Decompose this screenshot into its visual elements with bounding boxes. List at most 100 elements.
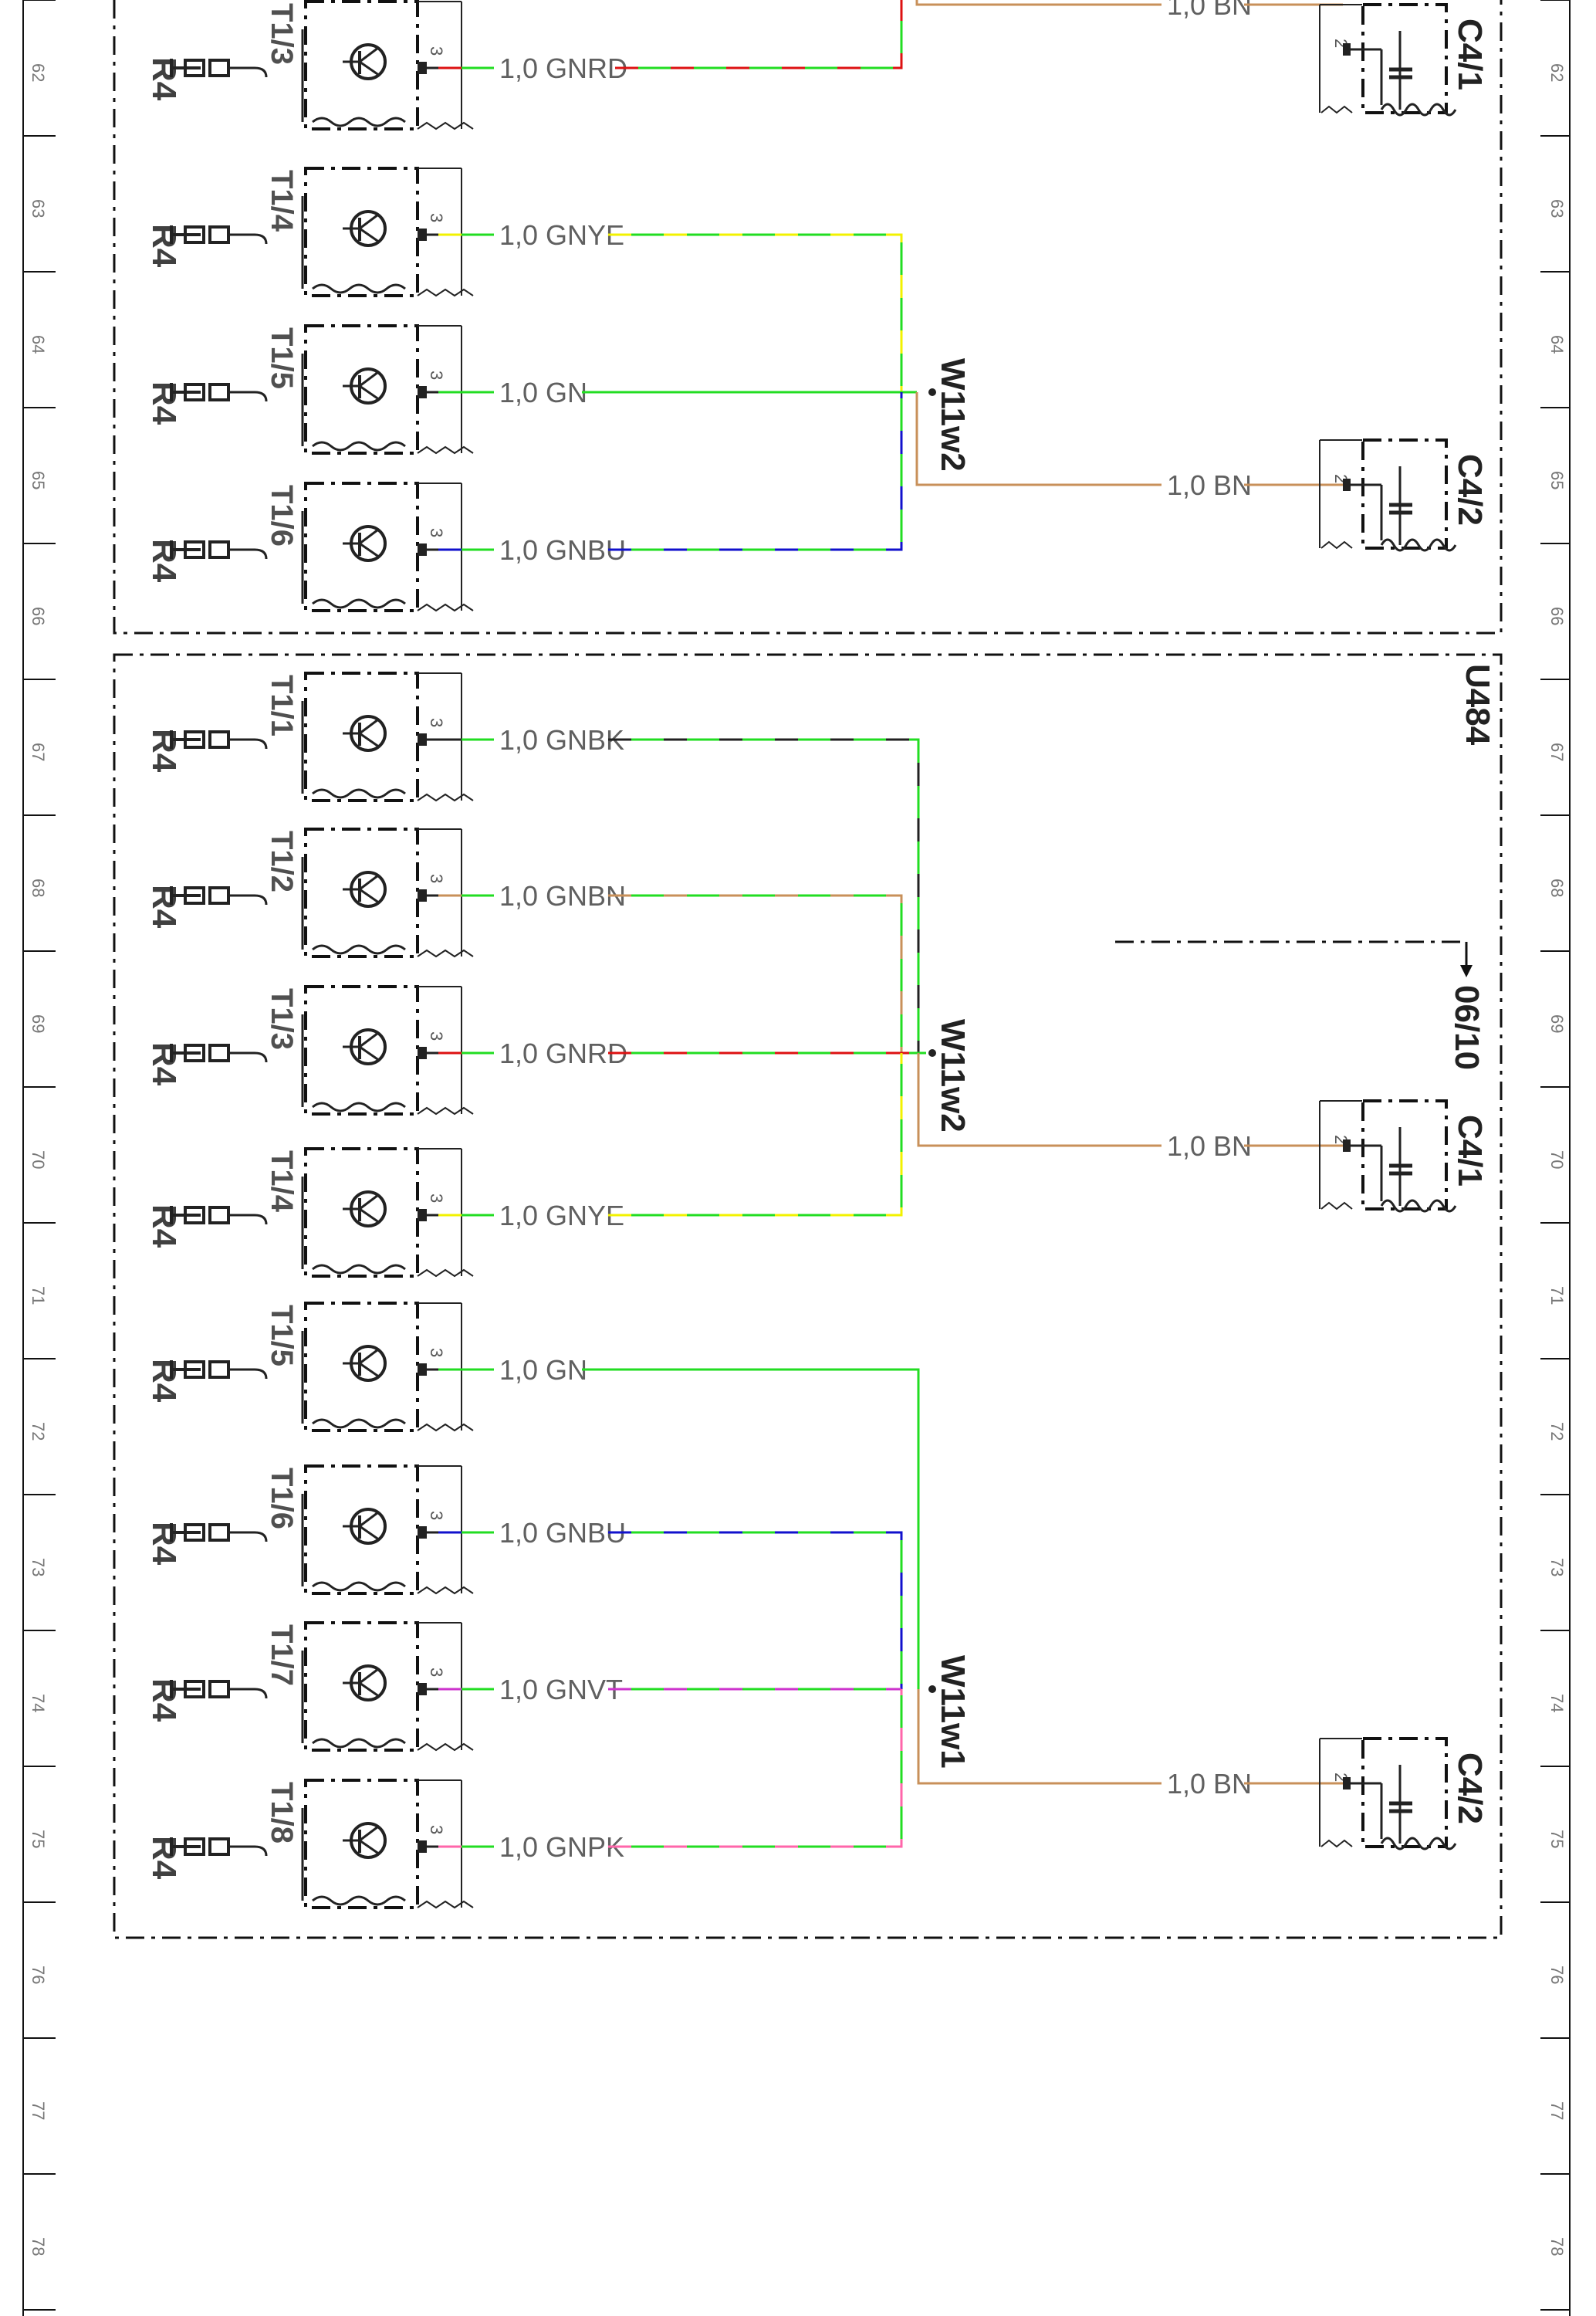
- wire-1-0-GNPK: 1,0 GNPK: [438, 1689, 903, 1863]
- wire-run: [608, 233, 903, 392]
- resistor-label: R4: [145, 1359, 183, 1403]
- row-number-left: 74: [29, 1694, 48, 1712]
- row-number-left: 67: [29, 743, 48, 761]
- wire-run: [615, 0, 903, 69]
- resistor-body: [208, 225, 230, 244]
- sensor-symbol: [359, 718, 379, 735]
- wire-1-0-GNBN: 1,0 GNBN: [438, 880, 903, 1053]
- wire-label: 1,0 GNBN: [499, 880, 626, 912]
- arrow-head: [1460, 965, 1473, 977]
- sensor-symbol: [359, 874, 379, 891]
- sensor-symbol: [359, 732, 380, 749]
- module-frames: [113, 0, 1503, 1939]
- resistor-body: [208, 540, 230, 559]
- wire-base: [608, 1531, 903, 1689]
- wire-base: [608, 1689, 903, 1848]
- wire-bn: 1,0 BN: [915, 0, 1343, 21]
- pin-number: 3: [427, 1825, 446, 1834]
- wire-base: [917, 1689, 1161, 1785]
- sensor-box: [304, 1464, 419, 1595]
- wire-label: 1,0 GNBK: [499, 724, 624, 756]
- row-number-right: 66: [1547, 607, 1567, 625]
- sensor-symbol: [359, 227, 380, 244]
- resistor-body: [184, 1523, 205, 1542]
- sensor-box: [304, 324, 419, 455]
- wire-label: 1,0 GNYE: [499, 219, 624, 251]
- wire-label: 1,0 GNBU: [499, 534, 626, 566]
- resistor-label: R4: [145, 729, 183, 773]
- resistor-body: [184, 383, 205, 401]
- pin-contact: [418, 1526, 427, 1539]
- wire-base: [615, 0, 903, 69]
- row-number-right: 68: [1547, 879, 1567, 897]
- pin-squiggle: [417, 1900, 474, 1909]
- row-number-right: 71: [1547, 1286, 1567, 1305]
- row-number-left: 62: [29, 63, 48, 82]
- wire-label: 1,0 GNVT: [499, 1674, 623, 1705]
- cap-squiggle: [1320, 1201, 1353, 1210]
- splice-W11w2: W11w2: [928, 358, 972, 472]
- pin-number: 3: [427, 1031, 446, 1041]
- wire-base: [915, 392, 1161, 486]
- wire-1-0-GNYE: 1,0 GNYE: [438, 219, 903, 392]
- sensor-box: [304, 1779, 419, 1909]
- wire-1-0-GN: 1,0 GN: [438, 1354, 920, 1689]
- cap-squiggle: [1320, 1839, 1353, 1848]
- row-number-right: 78: [1547, 2237, 1567, 2256]
- sensor-symbol: [359, 542, 380, 559]
- capacitor-box: [1361, 3, 1448, 114]
- sensor-symbol: [359, 1348, 379, 1365]
- sensor-id-label: T1/5: [265, 1305, 299, 1366]
- squiggle: [312, 598, 406, 609]
- cap-squiggle: [1380, 538, 1457, 552]
- wire-base: [917, 1053, 1161, 1147]
- row-number-left: 70: [29, 1150, 48, 1169]
- row-number-right: 62: [1547, 63, 1567, 82]
- resistor-arc: [228, 1688, 268, 1699]
- pin-number: 3: [427, 874, 446, 883]
- pin-contact: [418, 1209, 427, 1221]
- sensor-symbol: [359, 384, 380, 401]
- resistor-label: R4: [145, 381, 183, 425]
- resistor-label: R4: [145, 1836, 183, 1880]
- resistor-arc: [228, 548, 268, 560]
- wire-label: 1,0 GN: [499, 377, 587, 408]
- squiggle: [312, 117, 406, 127]
- pin-squiggle: [417, 445, 474, 455]
- row-number-left: 63: [29, 199, 48, 218]
- row-number-right: 72: [1547, 1422, 1567, 1441]
- splice-label: W11w1: [934, 1655, 972, 1769]
- resistor-body: [208, 1044, 230, 1062]
- pin-number: 3: [427, 46, 446, 56]
- sensor-box: [304, 0, 419, 130]
- sensor-box: [304, 985, 419, 1116]
- sensor-box: [304, 167, 419, 297]
- row-number-left: 66: [29, 607, 48, 625]
- capacitor-box: [1361, 1099, 1448, 1210]
- wire-run: [915, 392, 1161, 486]
- pin-contact: [418, 1683, 427, 1695]
- resistor-body: [208, 1206, 230, 1224]
- sensor-id-label: T1/3: [265, 988, 299, 1050]
- sensor-symbol: [359, 1045, 380, 1062]
- wire-stripe: [608, 1689, 903, 1848]
- splice-label: W11w2: [934, 358, 972, 472]
- wire-1-0-GNBU: 1,0 GNBU: [438, 392, 903, 566]
- pin-number: 3: [427, 371, 446, 380]
- sensor-id-label: T1/6: [265, 485, 299, 547]
- resistor-body: [208, 1837, 230, 1856]
- module-frame-top: [113, 0, 1503, 635]
- sensor-id-label: T1/3: [265, 3, 299, 65]
- wire-run: [608, 894, 903, 1053]
- wire-GNRD: 1,0 GNRD: [438, 0, 903, 84]
- row-number-left: 71: [29, 1286, 48, 1305]
- row-number-left: 69: [29, 1014, 48, 1033]
- wire-label: 1,0 GNBU: [499, 1517, 626, 1549]
